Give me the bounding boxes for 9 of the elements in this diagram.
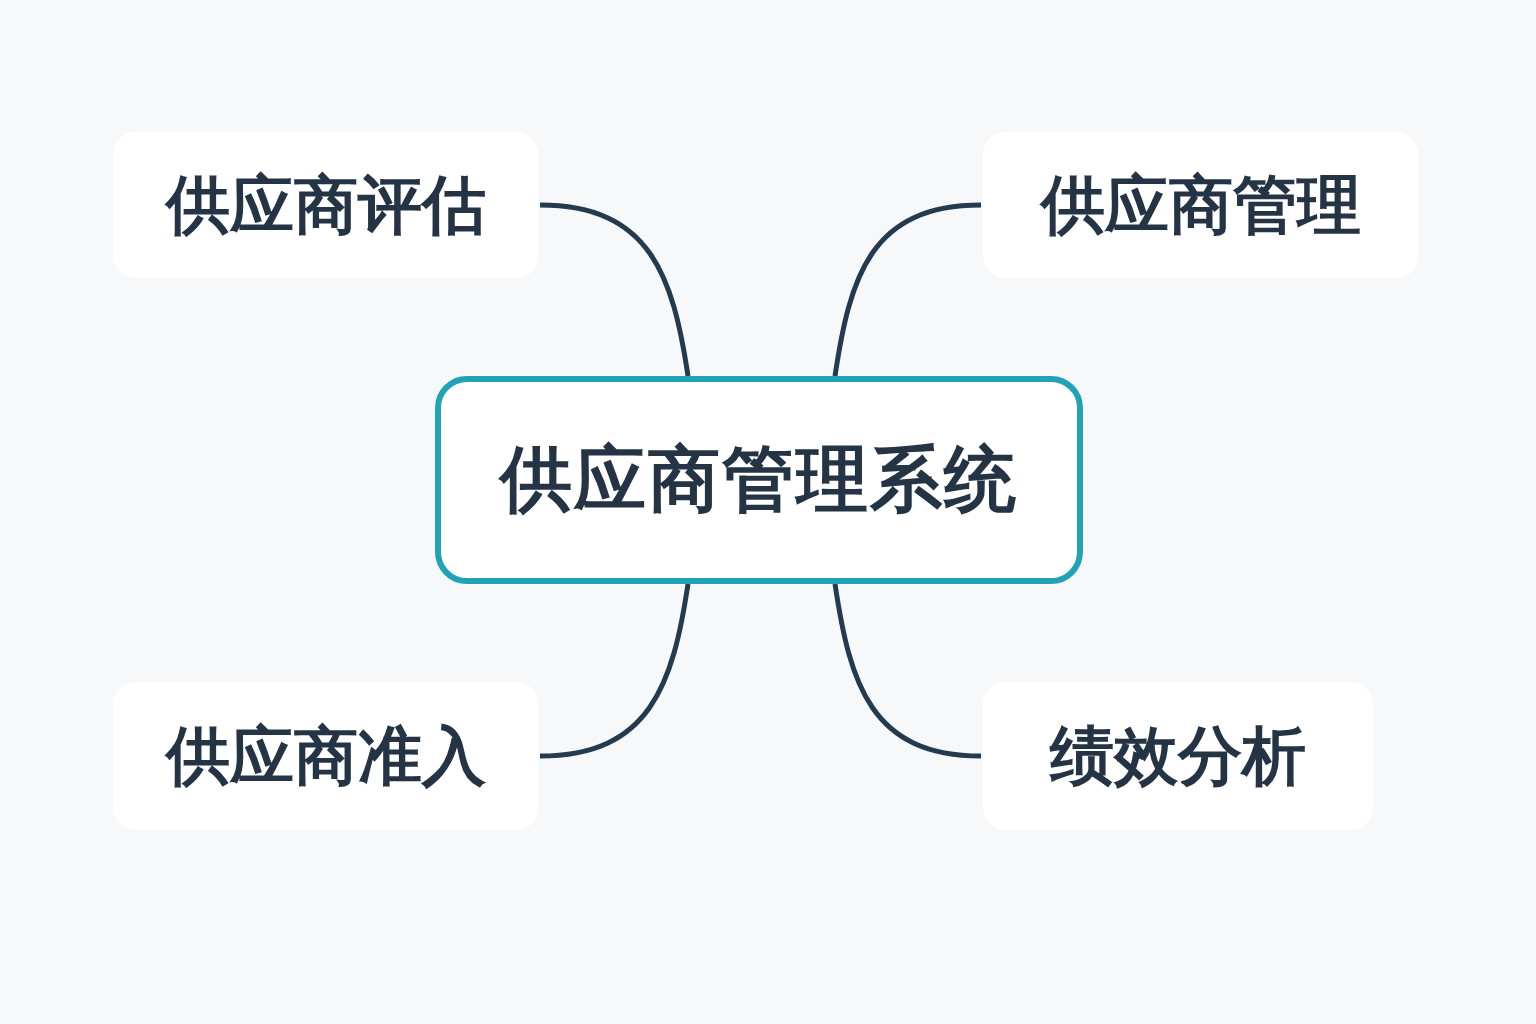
topic-box: 供应商评估 (113, 132, 538, 278)
connector-line (832, 202, 982, 377)
topic-box: 供应商管理 (983, 132, 1418, 278)
topic-box: 供应商准入 (113, 682, 538, 830)
connector-line (539, 583, 691, 759)
topic-box: 绩效分析 (983, 682, 1373, 830)
connector-line (832, 583, 982, 759)
connector-line (539, 202, 691, 377)
central-topic-box: 供应商管理系统 (435, 376, 1083, 584)
